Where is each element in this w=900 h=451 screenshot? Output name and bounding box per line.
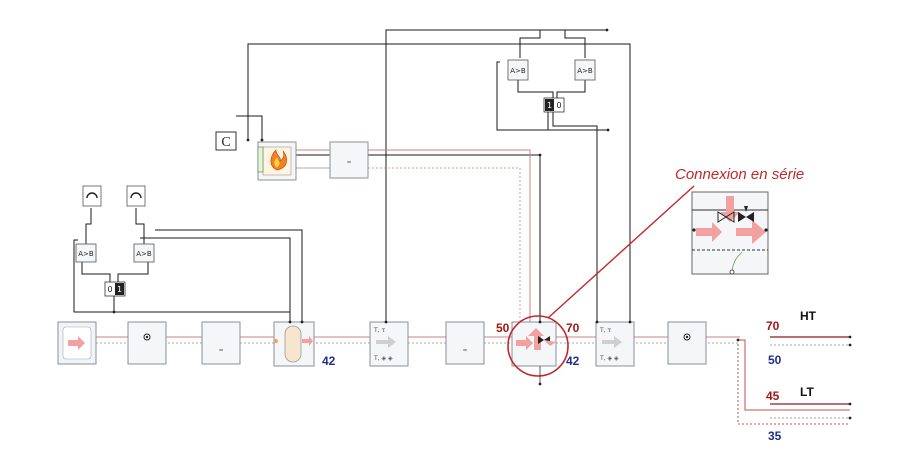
pipe-block: ≈: [201, 321, 241, 365]
arrow-icon: [516, 336, 533, 350]
pipe-block-top: ≈: [329, 141, 369, 179]
sensor-block: T, τ T, ◈ ◈: [595, 321, 635, 367]
arrow-icon: [376, 336, 396, 348]
storage-tank-block: [273, 321, 315, 367]
valve-zoom-box: [691, 191, 769, 275]
temp-ht-supply: 70: [766, 319, 780, 333]
connection-dots: [112, 28, 852, 420]
circulator-block: [667, 321, 707, 365]
sensor-icon: [130, 192, 142, 199]
arrow-icon: [302, 336, 313, 346]
temp-ht-return: 50: [768, 353, 782, 367]
svg-text:≈: ≈: [462, 347, 467, 354]
constant-label: C: [221, 135, 230, 150]
sensor-icon: [86, 192, 98, 199]
sensor-block: T, τ T, ◈ ◈: [369, 321, 409, 367]
comparator-label: A>B: [577, 67, 593, 75]
circuit-lt-label: LT: [800, 385, 814, 399]
boiler-block: [257, 141, 297, 181]
control-wires: [73, 29, 631, 322]
top-control-group: A>B A>B 1 0: [507, 59, 596, 113]
circulator-block: [127, 321, 167, 365]
svg-text:T, ◈ ◈: T, ◈ ◈: [599, 355, 619, 362]
circuit-ht-label: HT: [800, 309, 817, 323]
temp-left-return: 42: [322, 354, 336, 368]
svg-text:T, τ: T, τ: [599, 327, 611, 334]
valve-block: [511, 321, 557, 367]
arrow-icon: [602, 336, 622, 348]
temp-series-out: 70: [566, 321, 580, 335]
temp-lt-return: 35: [768, 429, 782, 443]
temp-series-return: 42: [566, 354, 580, 368]
comparator-label: A>B: [136, 250, 152, 258]
switch-label-1: 1: [117, 285, 122, 294]
svg-text:≈: ≈: [346, 159, 351, 166]
arrow-icon: [736, 220, 766, 244]
arrow-icon: [696, 222, 722, 242]
svg-text:T, τ: T, τ: [373, 327, 385, 334]
main-line-blocks: ≈ T, τ T, ◈ ◈ ≈: [57, 321, 707, 367]
left-control-group: A>B A>B 0 1: [75, 185, 155, 297]
comparator-label: A>B: [510, 67, 526, 75]
temperature-labels: 42 50 70 42 70 50 45 35 HT LT: [322, 309, 817, 443]
comparator-label: A>B: [78, 250, 94, 258]
temp-lt-supply: 45: [766, 389, 780, 403]
series-connection-callout: Connexion en série: [507, 166, 804, 377]
valve-icon: [717, 211, 735, 223]
temp-series-in: 50: [496, 321, 510, 335]
svg-text:≈: ≈: [218, 347, 223, 354]
switch-label-0: 0: [107, 285, 112, 294]
switch-label-1: 1: [547, 101, 552, 110]
constant-block: C: [215, 131, 237, 151]
callout-label: Connexion en série: [675, 166, 804, 183]
highlight-circle: [507, 315, 569, 377]
pipes: [60, 149, 850, 425]
pipe-block: ≈: [445, 321, 485, 365]
switch-label-0: 0: [556, 101, 561, 110]
heat-pump-block: [57, 321, 97, 365]
arrow-icon: [68, 336, 85, 350]
svg-text:T, ◈ ◈: T, ◈ ◈: [373, 355, 393, 362]
